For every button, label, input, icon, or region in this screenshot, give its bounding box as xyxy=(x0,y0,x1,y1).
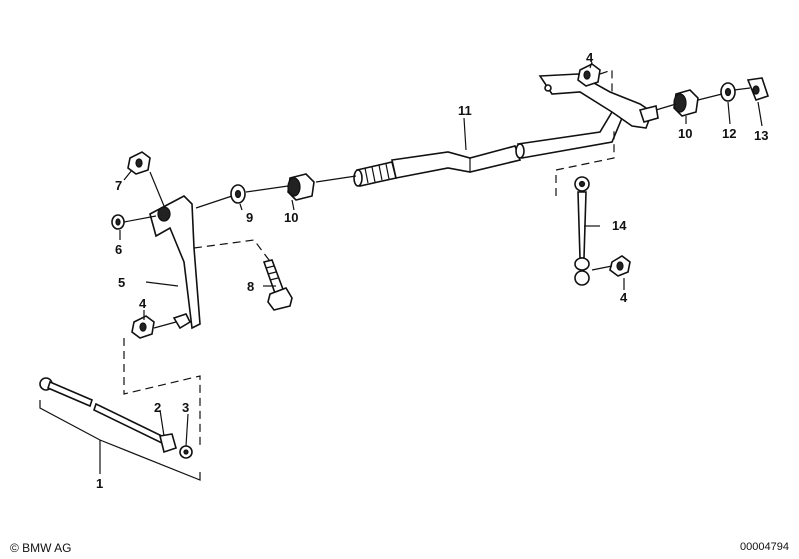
document-number: 00004794 xyxy=(740,541,789,553)
bushing-10-left[interactable] xyxy=(287,173,315,201)
washer-12[interactable] xyxy=(720,82,736,102)
label-6: 6 xyxy=(115,242,122,257)
nut-7[interactable] xyxy=(127,151,151,175)
cross-shaft-11[interactable] xyxy=(353,73,659,187)
clip-13[interactable] xyxy=(746,77,770,101)
label-8: 8 xyxy=(247,279,254,294)
nut-4-right[interactable] xyxy=(609,255,631,277)
washer-9[interactable] xyxy=(230,184,246,204)
label-3: 3 xyxy=(182,400,189,415)
label-10-right: 10 xyxy=(678,126,692,141)
label-10-left: 10 xyxy=(284,210,298,225)
label-4-top: 4 xyxy=(586,50,594,65)
label-4-left: 4 xyxy=(139,296,147,311)
link-rod-14[interactable] xyxy=(574,176,590,286)
label-2: 2 xyxy=(154,400,161,415)
washer-6[interactable] xyxy=(111,214,125,230)
nut-2[interactable] xyxy=(159,433,177,454)
bolt-8[interactable] xyxy=(262,259,293,311)
label-13: 13 xyxy=(754,128,768,143)
label-1: 1 xyxy=(96,476,103,491)
ball-joint-3[interactable] xyxy=(179,445,193,459)
label-5: 5 xyxy=(118,275,125,290)
rod-1[interactable] xyxy=(39,377,167,446)
label-14: 14 xyxy=(612,218,627,233)
nut-4-top[interactable] xyxy=(577,63,601,87)
label-7: 7 xyxy=(115,178,122,193)
label-11: 11 xyxy=(458,103,472,118)
copyright-notice: © BMW AG xyxy=(10,541,72,555)
label-4-right: 4 xyxy=(620,290,628,305)
bushing-10-right[interactable] xyxy=(673,89,699,117)
label-9: 9 xyxy=(246,210,253,225)
label-12: 12 xyxy=(722,126,736,141)
lever-5[interactable] xyxy=(149,195,201,330)
nut-4-left[interactable] xyxy=(131,315,155,339)
